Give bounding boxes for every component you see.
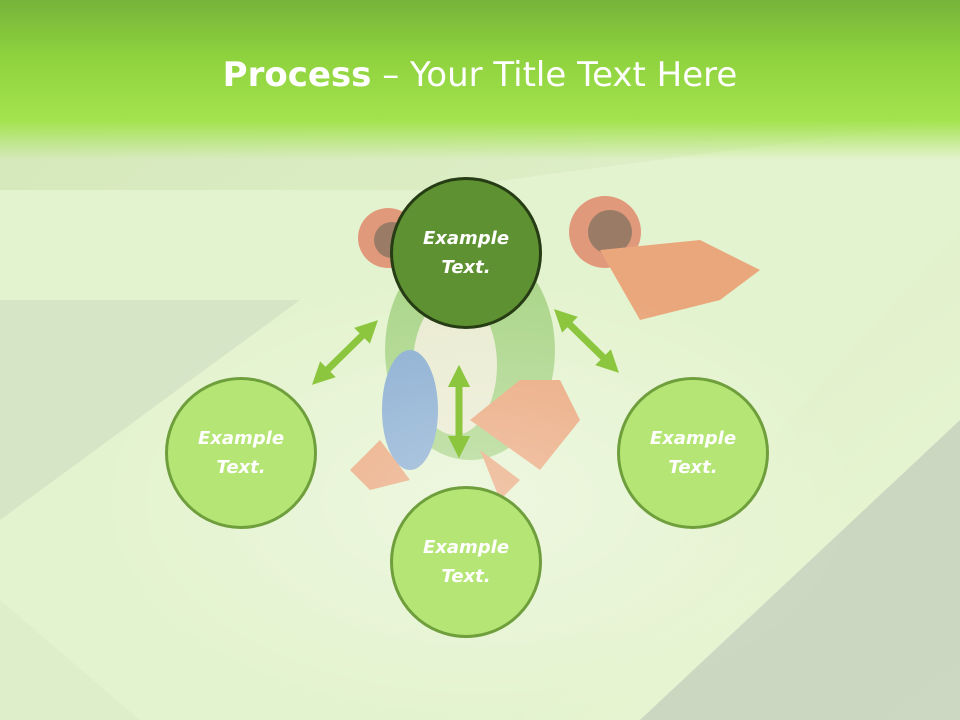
title-subtitle: Your Title Text Here — [410, 55, 738, 95]
node-bottom-line2: Text. — [441, 566, 491, 587]
node-center-line2: Text. — [441, 257, 491, 278]
node-right-line1: Example — [649, 428, 737, 449]
node-right-line2: Text. — [668, 457, 718, 478]
node-left-line2: Text. — [216, 457, 266, 478]
arrow-center-right — [553, 309, 620, 373]
title-bold: Process — [222, 55, 372, 95]
slide-title: Process – Your Title Text Here — [0, 52, 960, 98]
title-separator: – — [371, 55, 411, 95]
header-band — [0, 0, 960, 160]
node-center-line1: Example — [422, 228, 510, 249]
arrow-center-left — [312, 320, 378, 385]
node-left-line1: Example — [197, 428, 285, 449]
node-bottom-line1: Example — [422, 537, 510, 558]
